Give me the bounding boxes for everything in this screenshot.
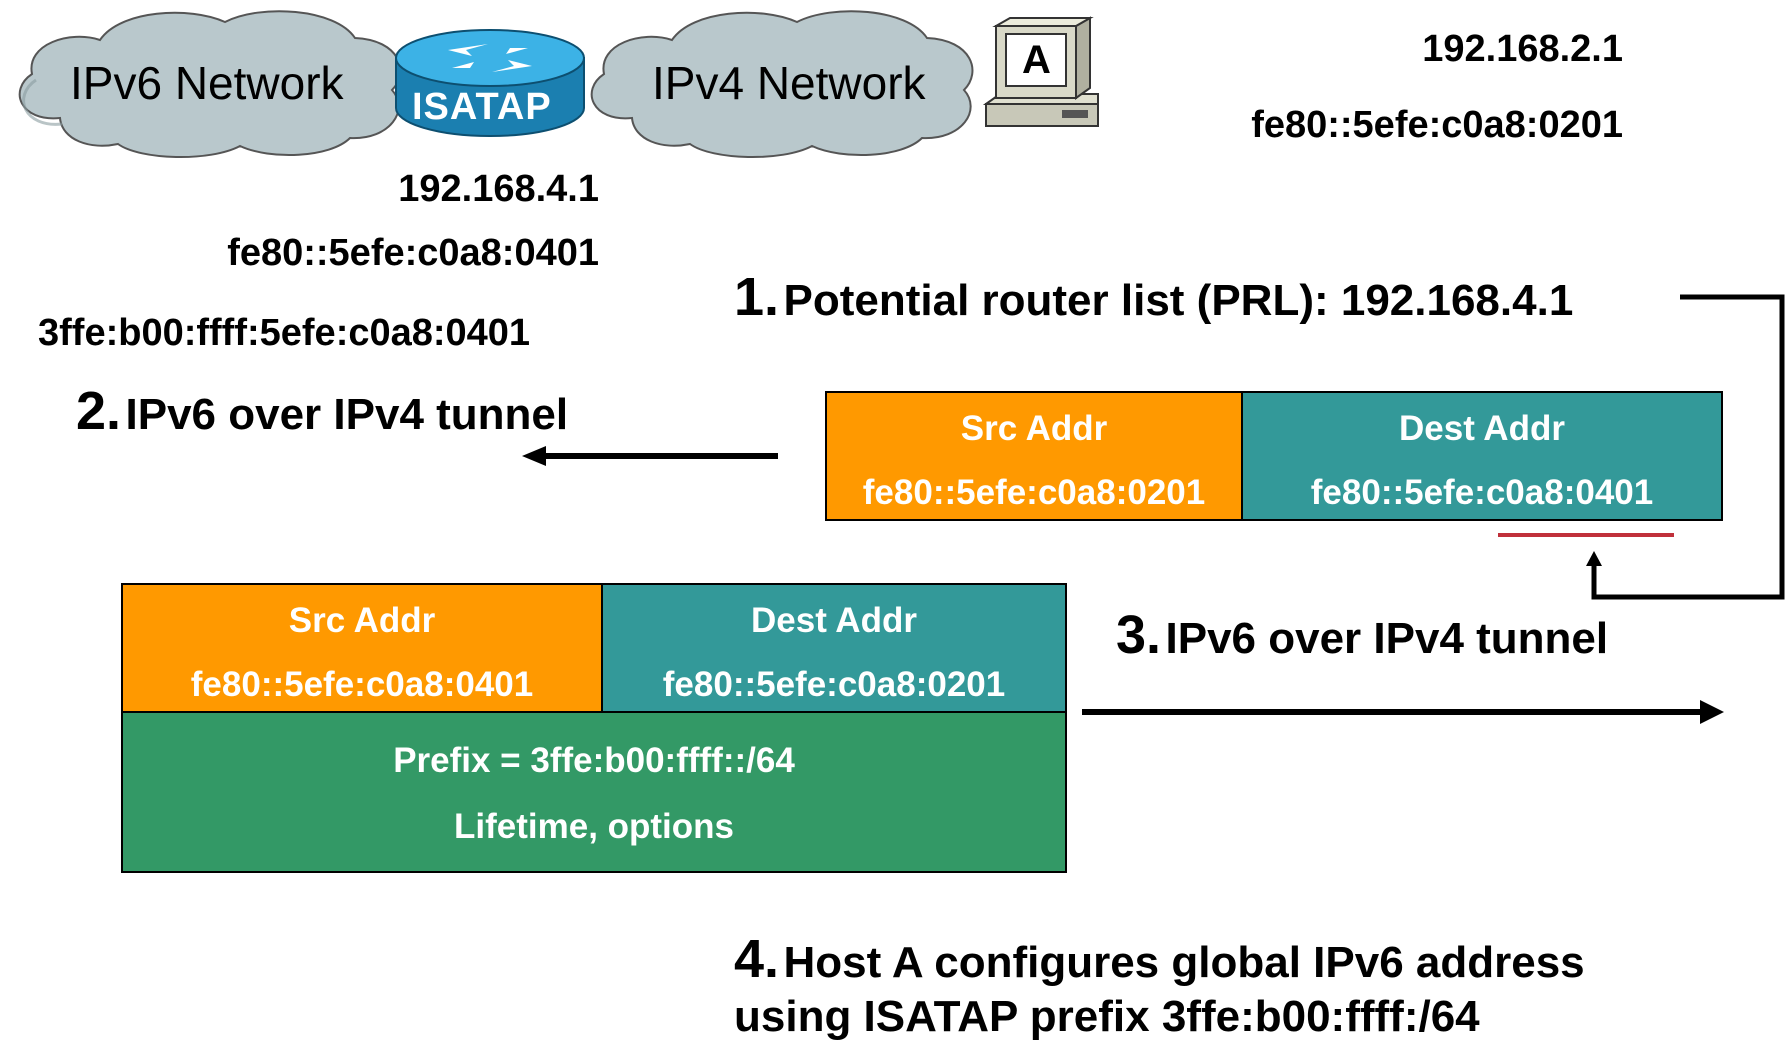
- step-3: 3. IPv6 over IPv4 tunnel: [1116, 604, 1608, 666]
- ipv6-network-cloud: [18, 10, 402, 158]
- step-2: 2. IPv6 over IPv4 tunnel: [76, 380, 568, 442]
- solicit-src-value: fe80::5efe:c0a8:0201: [862, 473, 1206, 512]
- step-3-text: IPv6 over IPv4 tunnel: [1165, 614, 1609, 663]
- advert-options-line: Lifetime, options: [454, 807, 734, 846]
- advert-dest-value: fe80::5efe:c0a8:0201: [662, 665, 1006, 704]
- step-4-number: 4.: [734, 929, 780, 989]
- step-1-number: 1.: [734, 267, 780, 327]
- step2-arrow-left: [522, 446, 778, 466]
- router-link-local-address: fe80::5efe:c0a8:0401: [227, 232, 599, 274]
- host-link-local-address: fe80::5efe:c0a8:0201: [1251, 104, 1623, 146]
- router-global-address: 3ffe:b00:ffff:5efe:c0a8:0401: [38, 312, 531, 354]
- advert-src-header: Src Addr: [288, 601, 436, 640]
- solicit-dest-header: Dest Addr: [1399, 409, 1565, 448]
- step-4-text-line2: using ISATAP prefix 3ffe:b00:ffff:/64: [734, 992, 1480, 1041]
- advert-dest-field: Dest Addr fe80::5efe:c0a8:0201: [601, 583, 1067, 713]
- isatap-router-label: ISATAP: [412, 86, 552, 128]
- prl-lookup-connector: [1586, 294, 1785, 600]
- solicit-src-header: Src Addr: [960, 409, 1108, 448]
- step-1-text: Potential router list (PRL): 192.168.4.1: [783, 276, 1574, 325]
- step-4-text: Host A configures global IPv6 address: [783, 938, 1585, 987]
- advert-prefix-field: Prefix = 3ffe:b00:ffff::/64 Lifetime, op…: [121, 711, 1067, 873]
- step-4: 4. Host A configures global IPv6 address…: [734, 928, 1585, 1042]
- solicit-dest-field: Dest Addr fe80::5efe:c0a8:0401: [1241, 391, 1723, 521]
- host-a-computer-icon: [982, 16, 1099, 127]
- solicit-dest-value: fe80::5efe:c0a8:0401: [1310, 473, 1654, 512]
- solicit-src-field: Src Addr fe80::5efe:c0a8:0201: [825, 391, 1243, 521]
- step3-arrow-right: [1082, 700, 1724, 724]
- step-2-text: IPv6 over IPv4 tunnel: [125, 390, 569, 439]
- host-a-label: A: [1022, 38, 1051, 82]
- ipv4-network-cloud: [590, 10, 974, 158]
- advert-src-field: Src Addr fe80::5efe:c0a8:0401: [121, 583, 603, 713]
- step-3-number: 3.: [1116, 605, 1162, 665]
- router-ipv4-address: 192.168.4.1: [398, 168, 599, 210]
- ipv4-network-label: IPv4 Network: [652, 57, 926, 109]
- advert-src-value: fe80::5efe:c0a8:0401: [190, 665, 534, 704]
- isatap-router-icon: [395, 29, 585, 137]
- step-2-number: 2.: [76, 381, 122, 441]
- ipv6-network-label: IPv6 Network: [70, 57, 344, 109]
- host-ipv4-address: 192.168.2.1: [1422, 28, 1623, 70]
- advert-dest-header: Dest Addr: [751, 601, 917, 640]
- step-1: 1. Potential router list (PRL): 192.168.…: [734, 266, 1573, 328]
- advert-prefix-line: Prefix = 3ffe:b00:ffff::/64: [393, 741, 795, 780]
